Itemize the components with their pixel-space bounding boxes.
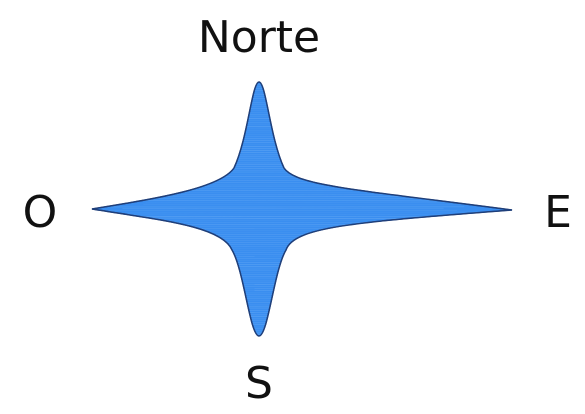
texture-streak — [113, 255, 496, 258]
texture-streak — [117, 140, 492, 142]
texture-streak — [96, 243, 472, 246]
compass-star-body — [91, 81, 513, 337]
texture-streak — [99, 135, 441, 137]
texture-streak — [110, 299, 448, 301]
texture-streak — [111, 99, 465, 102]
texture-streak — [103, 168, 492, 170]
compass-star-outline — [91, 81, 513, 337]
texture-streak — [125, 257, 465, 259]
texture-streak — [119, 213, 473, 215]
texture-streak — [97, 179, 491, 182]
texture-streak — [100, 281, 488, 284]
texture-streak — [148, 315, 441, 317]
texture-streak — [130, 95, 460, 98]
texture-streak — [121, 147, 470, 150]
texture-streak — [111, 189, 463, 192]
texture-streak — [113, 284, 458, 286]
texture-streak — [95, 265, 450, 268]
north-label: Norte — [198, 12, 320, 63]
texture-streak — [120, 305, 485, 308]
texture-streak — [149, 161, 487, 163]
texture-streak — [95, 200, 450, 202]
east-label: E — [544, 187, 572, 238]
texture-streak — [147, 251, 496, 254]
texture-streak — [107, 87, 495, 89]
texture-streak — [106, 181, 465, 184]
texture-streak — [92, 286, 463, 288]
texture-streak — [118, 323, 478, 325]
south-label: S — [245, 358, 273, 409]
texture-streak — [142, 217, 452, 220]
west-label: O — [23, 187, 58, 238]
texture-streak — [149, 317, 459, 320]
texture-streak — [138, 289, 480, 292]
texture-streak — [97, 123, 496, 126]
compass-star — [91, 81, 513, 337]
texture-streak — [108, 221, 484, 223]
